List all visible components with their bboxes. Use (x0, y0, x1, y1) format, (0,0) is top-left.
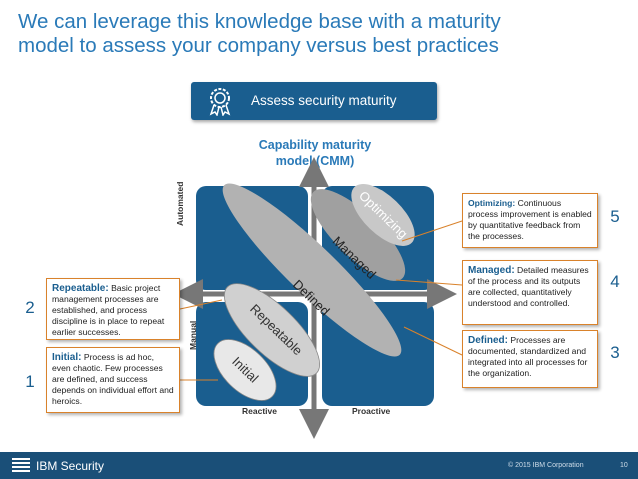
footer-copyright: © 2015 IBM Corporation (508, 462, 584, 469)
level-number-4: 4 (610, 272, 620, 291)
axis-label-manual: Manual (188, 320, 198, 350)
ellipse-defined (222, 183, 402, 357)
connector-optimizing (401, 220, 463, 242)
callout-managed-text: Detailed measures of the process and its… (468, 265, 589, 308)
ellipse-repeatable (223, 283, 321, 377)
callout-optimizing-text: Continuous process improvement is enable… (468, 198, 592, 241)
callout-defined: Defined: Processes are documented, stand… (462, 330, 598, 388)
title-line-2: model to assess your company versus best… (18, 34, 499, 57)
level-number-1: 1 (25, 372, 35, 391)
level-number-3: 3 (610, 343, 620, 362)
title-line-1: We can leverage this knowledge base with… (18, 10, 501, 33)
ribbon-badge-icon (209, 88, 231, 116)
footer-bar: IBM Security © 2015 IBM Corporation 10 (0, 452, 638, 479)
callout-repeatable-heading: Repeatable: (52, 283, 109, 294)
connector-repeatable (179, 299, 223, 310)
callout-optimizing: Optimizing: Continuous process improveme… (462, 193, 598, 248)
callout-defined-text: Processes are documented, standardized a… (468, 335, 588, 378)
assess-security-maturity-banner: Assess security maturity (191, 82, 437, 120)
banner-label: Assess security maturity (251, 93, 397, 108)
callout-optimizing-heading: Optimizing: (468, 198, 516, 208)
ellipse-initial (213, 339, 277, 401)
cmm-title-line-1: Capability maturity (258, 138, 372, 152)
callout-initial-heading: Initial: (52, 352, 82, 363)
connector-defined (403, 326, 463, 356)
level-number-5: 5 (610, 207, 620, 226)
callout-initial: Initial: Process is ad hoc, even chaotic… (46, 347, 180, 413)
axis-label-automated: Automated (175, 181, 185, 226)
callout-initial-text: Process is ad hoc, even chaotic. Few pro… (52, 352, 174, 406)
axis-label-reactive: Reactive (242, 406, 277, 416)
callout-managed-heading: Managed: (468, 265, 515, 276)
connector-managed (395, 279, 463, 286)
footer-brand: IBM Security (36, 459, 105, 473)
page-title: We can leverage this knowledge base with… (18, 10, 628, 58)
callout-managed: Managed: Detailed measures of the proces… (462, 260, 598, 325)
ellipse-managed (310, 189, 406, 281)
callout-defined-heading: Defined: (468, 335, 508, 346)
ibm-security-logo-icon (12, 458, 30, 472)
callout-repeatable-text: Basic project management processes are e… (52, 283, 165, 337)
ellipse-optimizing (351, 184, 415, 246)
page-number: 10 (620, 462, 628, 469)
callout-repeatable: Repeatable: Basic project management pro… (46, 278, 180, 340)
level-number-2: 2 (25, 298, 35, 317)
axis-label-proactive: Proactive (352, 406, 391, 416)
